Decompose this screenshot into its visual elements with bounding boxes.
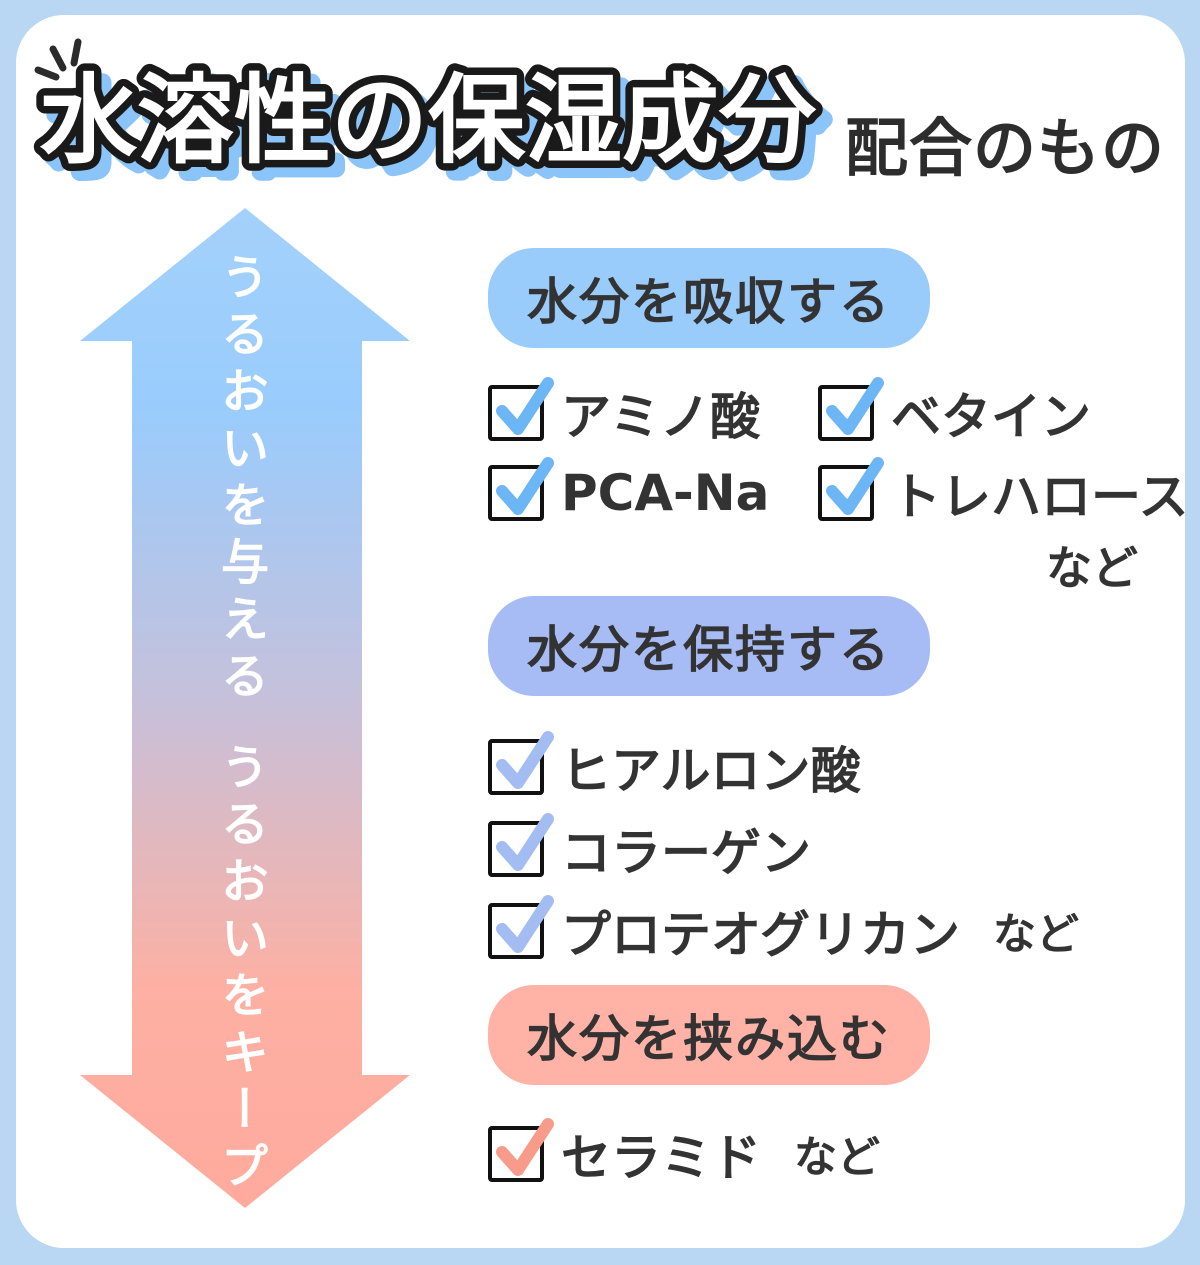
- list-item: ベタイン: [818, 377, 1189, 446]
- page-title-main: 水溶性の保湿成分: [39, 64, 817, 177]
- sparkle-icon: [34, 38, 82, 81]
- ingredient-label: ヒアルロン酸: [561, 742, 861, 800]
- ingredient-label: トレハロース: [891, 468, 1189, 526]
- section-sandwich-water: 水分を挟み込む セラミド など: [488, 985, 1160, 1187]
- checkbox-checked-icon: [488, 1118, 554, 1182]
- list-item: コラーゲン: [488, 813, 1160, 882]
- section-sandwich-heading: 水分を挟み込む: [488, 985, 930, 1085]
- checkbox-checked-icon: [488, 731, 554, 795]
- checkbox-checked-icon: [488, 457, 554, 521]
- checkbox-checked-icon: [488, 813, 554, 877]
- arrow-label-keep-moisture: うるおいをキープ: [212, 742, 268, 1198]
- list-item: セラミド など: [488, 1118, 1160, 1187]
- section-hold-water: 水分を保持する ヒアルロン酸 コラーゲン プロテオグリカン など: [488, 596, 1160, 964]
- etc-label: など: [1046, 541, 1138, 595]
- checkbox-checked-icon: [818, 377, 884, 441]
- page-title-shadow: 水溶性の保湿成分: [49, 74, 827, 187]
- section-hold-heading: 水分を保持する: [488, 596, 930, 696]
- section-absorb-heading: 水分を吸収する: [488, 248, 930, 348]
- etc-label: など: [794, 1133, 880, 1183]
- section-absorb-items: アミノ酸 ベタイン PCA-Na トレハロース: [488, 377, 1189, 526]
- checkbox-checked-icon: [488, 895, 554, 959]
- list-item: プロテオグリカン など: [488, 895, 1160, 964]
- checkbox-checked-icon: [818, 457, 884, 521]
- checkbox-checked-icon: [488, 377, 554, 441]
- list-item: PCA-Na: [488, 457, 818, 522]
- ingredient-label: コラーゲン: [561, 824, 811, 882]
- page-title-suffix: 配合のもの: [845, 112, 1165, 185]
- section-hold-items: ヒアルロン酸 コラーゲン プロテオグリカン など: [488, 731, 1160, 964]
- list-item: アミノ酸: [488, 377, 818, 446]
- arrow-label-give-moisture: うるおいを与える: [212, 252, 268, 708]
- ingredient-label: アミノ酸: [561, 388, 760, 446]
- etc-label: など: [993, 910, 1079, 960]
- section-absorb-water: 水分を吸収する アミノ酸 ベタイン PCA-Na: [488, 248, 1189, 598]
- moisture-gradient-arrow: [80, 208, 410, 1208]
- ingredient-label: PCA-Na: [561, 464, 770, 522]
- section-sandwich-items: セラミド など: [488, 1118, 1160, 1187]
- page-title: 水溶性の保湿成分 水溶性の保湿成分: [32, 57, 835, 195]
- list-item: ヒアルロン酸: [488, 731, 1160, 800]
- list-item: トレハロース: [818, 457, 1189, 526]
- ingredient-label: プロテオグリカン: [561, 906, 960, 964]
- ingredient-label: セラミド: [561, 1129, 761, 1187]
- ingredient-label: ベタイン: [891, 388, 1091, 446]
